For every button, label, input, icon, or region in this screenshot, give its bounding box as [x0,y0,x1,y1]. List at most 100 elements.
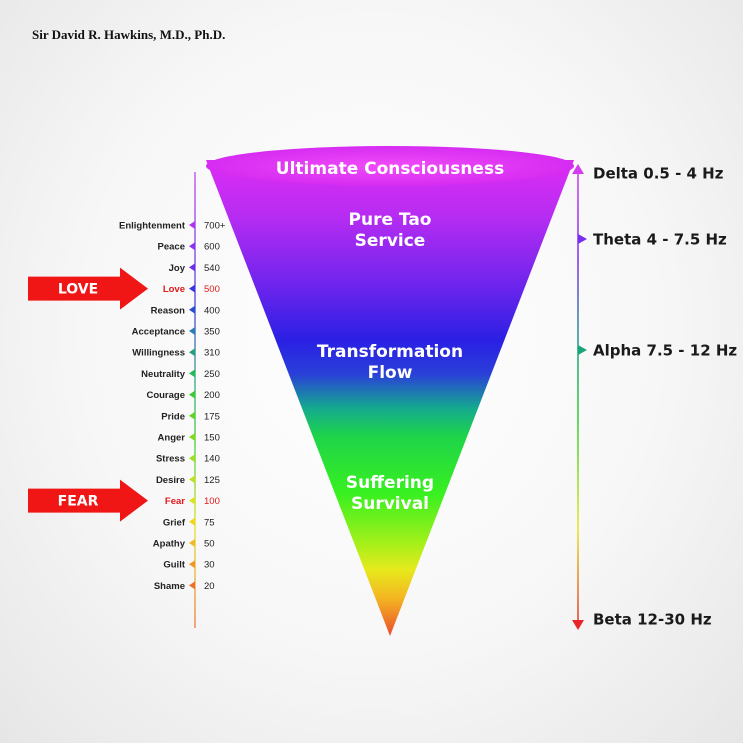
level-name: Enlightenment [119,221,186,232]
brainwave-label: Beta 12-30 Hz [593,611,712,629]
brainwave-row: Delta 0.5 - 4 Hz [572,164,724,183]
brainwave-label: Theta 4 - 7.5 Hz [593,231,727,249]
level-value: 500 [204,284,220,295]
band-label-line1: Suffering [346,473,434,493]
band-label-line2: Flow [368,363,413,383]
level-value: 30 [204,560,215,571]
level-marker [189,475,195,484]
callout-arrows: LOVE FEAR [28,267,148,522]
level-name: Fear [165,496,185,507]
level-value: 20 [204,581,215,592]
level-name: Peace [158,242,185,253]
level-row: Shame 20 [154,581,215,592]
brainwave-marker [578,345,587,355]
level-marker [189,581,195,590]
level-value: 250 [204,369,220,380]
level-name: Pride [161,411,185,422]
level-marker [189,221,195,229]
band-label-line1: Transformation [317,342,463,362]
level-value: 125 [204,475,220,486]
brainwave-list: Delta 0.5 - 4 Hz Theta 4 - 7.5 Hz Alpha 7.… [572,164,737,630]
level-value: 50 [204,539,215,550]
level-value: 140 [204,454,220,465]
level-marker [189,327,195,335]
level-name: Desire [156,475,185,486]
level-row: Peace 600 [158,242,220,253]
level-marker [189,496,195,505]
level-marker [189,284,195,293]
level-marker [189,560,195,569]
level-row: Desire 125 [156,475,220,486]
band-label-line2: Survival [351,494,429,514]
level-value: 600 [204,242,220,253]
level-marker [189,242,195,251]
brainwave-marker [572,620,584,630]
level-row: Reason 400 [151,305,220,316]
level-name: Acceptance [132,327,185,338]
level-name: Stress [156,454,185,465]
band-label-line2: Service [355,231,426,251]
callout-arrow: FEAR [28,479,148,522]
brainwave-row: Theta 4 - 7.5 Hz [578,231,727,249]
level-name: Love [163,284,185,295]
arrow-shape [28,267,148,310]
level-value: 700+ [204,221,226,232]
cone-rim [206,146,574,186]
level-value: 310 [204,348,220,359]
level-row: Pride 175 [161,411,220,422]
level-row: Courage 200 [146,390,219,401]
level-row: Apathy 50 [153,539,215,550]
callout-label: LOVE [58,282,98,298]
level-name: Shame [154,581,185,592]
level-marker [189,369,195,378]
level-value: 75 [204,517,215,528]
level-name: Courage [146,390,185,401]
callout-arrow: LOVE [28,267,148,310]
level-name: Guilt [163,560,185,571]
level-row: Anger 150 [158,433,220,444]
level-name: Willingness [132,348,185,359]
level-value: 175 [204,411,220,422]
level-marker [189,411,195,420]
level-name: Reason [151,305,186,316]
brainwave-label: Alpha 7.5 - 12 Hz [593,342,737,360]
level-row: Love 500 [163,284,220,295]
level-marker [189,263,195,272]
level-row: Neutrality 250 [141,369,220,380]
brainwave-marker [578,234,587,244]
level-name: Anger [158,433,186,444]
level-value: 400 [204,305,220,316]
band-label-line1: Pure Tao [349,210,432,230]
level-marker [189,348,195,357]
level-marker [189,433,195,441]
level-value: 200 [204,390,220,401]
level-name: Joy [169,263,186,274]
level-value: 150 [204,433,220,444]
level-marker [189,539,195,547]
callout-label: FEAR [58,494,99,510]
level-row: Enlightenment 700+ [119,221,226,232]
level-row: Acceptance 350 [132,327,220,338]
consciousness-cone [206,160,574,636]
level-row: Guilt 30 [163,560,214,571]
level-row: Grief 75 [163,517,215,528]
brainwave-row: Alpha 7.5 - 12 Hz [578,342,737,360]
level-row: Stress 140 [156,454,220,465]
level-value: 350 [204,327,220,338]
level-marker [189,454,195,463]
brainwave-row: Beta 12-30 Hz [572,611,712,630]
level-name: Neutrality [141,369,186,380]
brainwave-label: Delta 0.5 - 4 Hz [593,165,724,183]
cone-top-label: Ultimate Consciousness [276,159,504,179]
level-marker [189,390,195,399]
level-name: Grief [163,517,186,528]
level-marker [189,517,195,526]
level-marker [189,305,195,314]
level-name: Apathy [153,539,186,550]
level-row: Willingness 310 [132,348,220,359]
brainwave-marker [572,164,584,174]
author-credit: Sir David R. Hawkins, M.D., Ph.D. [32,27,226,42]
